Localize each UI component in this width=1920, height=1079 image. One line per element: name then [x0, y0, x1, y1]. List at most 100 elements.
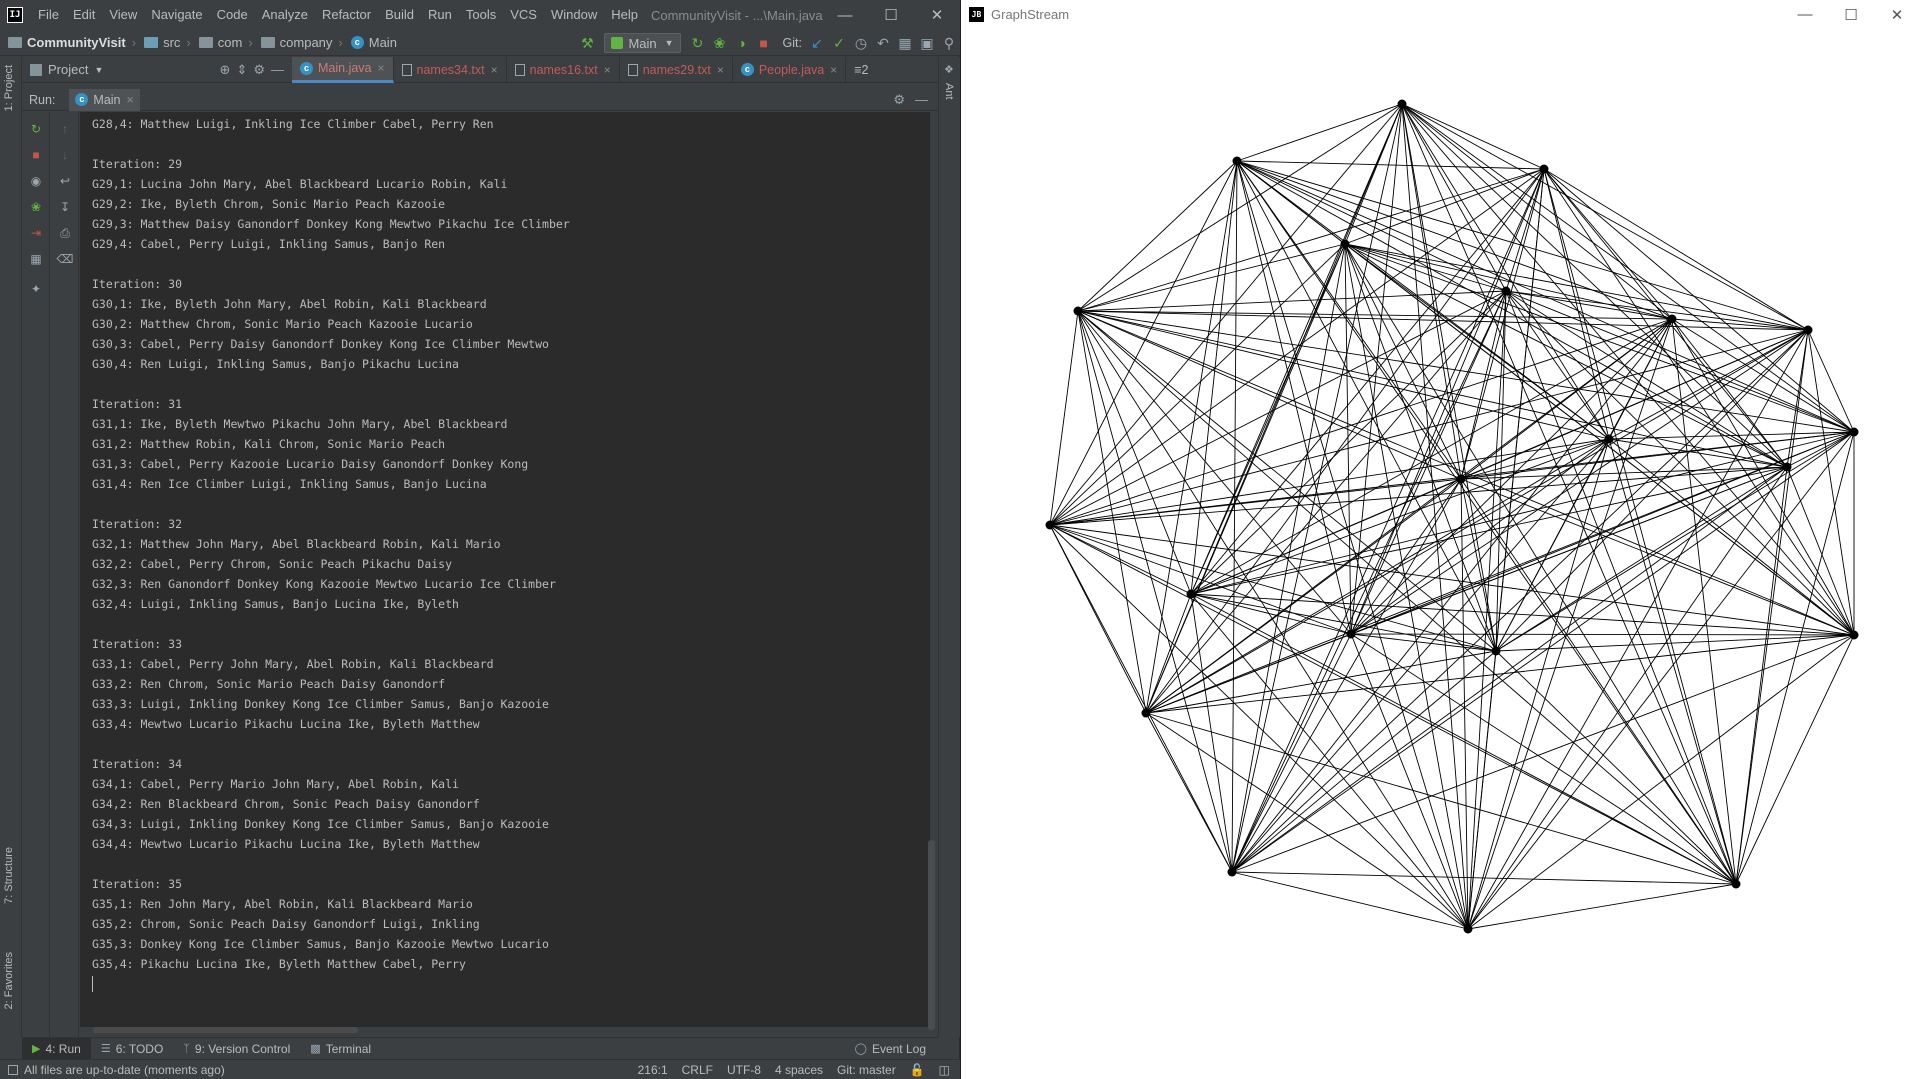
breadcrumb-src[interactable]: src › [136, 35, 191, 50]
locate-icon[interactable]: ⊕ [219, 61, 231, 77]
graph-node[interactable] [1346, 629, 1356, 639]
caret-position[interactable]: 216:1 [637, 1062, 668, 1077]
gear-icon[interactable]: ⚙ [893, 91, 905, 107]
debug-bug-icon[interactable]: ❀ [30, 200, 42, 214]
tab-version-control[interactable]: ᛉ 9: Version Control [173, 1038, 300, 1060]
menu-tools[interactable]: Tools [465, 7, 497, 22]
lock-icon[interactable]: 🔓 [909, 1062, 925, 1077]
memory-indicator-icon[interactable]: ◫ [938, 1062, 950, 1077]
indent-setting[interactable]: 4 spaces [774, 1062, 824, 1077]
vtab-favorites[interactable]: 2: Favorites [3, 952, 15, 1010]
search-icon[interactable]: ⚲ [943, 34, 955, 51]
close-icon[interactable]: × [490, 62, 498, 77]
close-icon[interactable]: ✕ [1890, 6, 1904, 24]
graph-node[interactable] [1667, 314, 1677, 324]
debug-bug-icon[interactable]: ❀ [713, 34, 726, 51]
coverage-icon[interactable]: ◑ [737, 35, 746, 51]
camera-icon[interactable]: ◉ [30, 174, 42, 188]
menu-view[interactable]: View [109, 7, 138, 22]
hide-icon[interactable]: — [915, 91, 928, 107]
tab-run[interactable]: ▶ 4: Run [22, 1037, 91, 1060]
pin-icon[interactable]: ✦ [30, 282, 42, 296]
graph-canvas[interactable] [961, 29, 1920, 1079]
stop-icon[interactable]: ■ [759, 35, 768, 51]
vtab-ant[interactable]: Ant [943, 83, 955, 100]
maximize-icon[interactable]: ☐ [884, 7, 898, 24]
graph-node[interactable] [1731, 879, 1741, 889]
tab-main-java[interactable]: c Main.java × [292, 56, 394, 83]
close-icon[interactable]: × [126, 92, 134, 107]
rerun-icon[interactable]: ↻ [691, 34, 704, 51]
graph-node[interactable] [1073, 306, 1083, 316]
menu-build[interactable]: Build [385, 7, 415, 22]
git-branch[interactable]: Git: master [837, 1062, 896, 1077]
tab-people-java[interactable]: c People.java × [733, 56, 847, 83]
graph-node[interactable] [1849, 427, 1859, 437]
restore-layout-icon[interactable]: ▦ [30, 252, 42, 266]
tab-names34[interactable]: names34.txt × [394, 56, 507, 83]
down-arrow-icon[interactable]: ↓ [62, 148, 68, 162]
project-tool-window-tab[interactable]: Project ▼ ⊕ ⇕ ⚙ — [22, 57, 292, 83]
minimize-icon[interactable]: — [837, 6, 853, 24]
graph-node[interactable] [1340, 239, 1350, 249]
close-icon[interactable]: ✕ [930, 7, 944, 24]
file-encoding[interactable]: UTF-8 [726, 1062, 761, 1077]
tab-names16[interactable]: names16.txt × [507, 56, 620, 83]
tab-todo[interactable]: ☰ 6: TODO [91, 1038, 173, 1060]
tab-terminal[interactable]: ▩ Terminal [300, 1038, 381, 1060]
graph-node[interactable] [1463, 924, 1473, 934]
close-icon[interactable]: × [377, 61, 385, 75]
trash-icon[interactable]: ⌫ [56, 252, 74, 266]
graph-node[interactable] [1232, 156, 1242, 166]
line-separator[interactable]: CRLF [681, 1062, 713, 1077]
up-arrow-icon[interactable]: ↑ [62, 122, 68, 136]
project-structure-icon[interactable]: ▦ [898, 34, 912, 51]
graph-node[interactable] [1501, 286, 1511, 296]
graph-node[interactable] [1456, 474, 1466, 484]
menu-edit[interactable]: Edit [72, 7, 96, 22]
breadcrumb-company[interactable]: company › [253, 35, 343, 50]
soft-wrap-icon[interactable]: ↩ [59, 174, 71, 188]
collapse-all-icon[interactable]: ⇕ [236, 61, 248, 77]
rerun-icon[interactable]: ↻ [30, 122, 42, 136]
menu-analyze[interactable]: Analyze [261, 7, 308, 22]
rollback-icon[interactable]: ↶ [877, 34, 889, 51]
git-commit-icon[interactable]: ✓ [833, 34, 845, 51]
breadcrumb-main[interactable]: c Main [343, 35, 397, 50]
graph-node[interactable] [1604, 434, 1614, 444]
menu-file[interactable]: File [38, 7, 59, 22]
event-log-button[interactable]: ◯ Event Log [845, 1038, 938, 1060]
graph-node[interactable] [1186, 589, 1196, 599]
git-update-icon[interactable]: ↙ [811, 34, 823, 51]
breadcrumb-project[interactable]: CommunityVisit › [0, 35, 136, 50]
layout-icon[interactable]: ▣ [920, 34, 934, 51]
graph-node[interactable] [1397, 99, 1407, 109]
maximize-icon[interactable]: ☐ [1844, 6, 1858, 24]
stop-icon[interactable]: ■ [32, 148, 40, 162]
menu-refactor[interactable]: Refactor [321, 7, 372, 22]
vtab-structure[interactable]: 7: Structure [3, 847, 15, 904]
console-vertical-scrollbar[interactable] [928, 840, 935, 1030]
hide-icon[interactable]: — [271, 61, 284, 77]
git-history-icon[interactable]: ◷ [854, 34, 868, 51]
graph-node[interactable] [1782, 462, 1792, 472]
minimize-icon[interactable]: — [1797, 6, 1813, 23]
menu-run[interactable]: Run [428, 7, 452, 22]
breadcrumb-com[interactable]: com › [191, 35, 253, 50]
graph-node[interactable] [1227, 867, 1237, 877]
print-icon[interactable]: ⎙ [60, 225, 70, 240]
close-icon[interactable]: × [716, 62, 724, 77]
graph-node[interactable] [1141, 708, 1151, 718]
run-config-selector[interactable]: Main ▼ [604, 33, 681, 53]
scroll-to-end-icon[interactable]: ↧ [59, 200, 71, 214]
console-output[interactable]: G28,4: Matthew Luigi, Inkling Ice Climbe… [80, 112, 930, 1027]
status-message[interactable]: All files are up-to-date (moments ago) [0, 1063, 225, 1077]
graph-node[interactable] [1045, 520, 1055, 530]
menu-vcs[interactable]: VCS [510, 7, 537, 22]
graph-node[interactable] [1803, 325, 1813, 335]
build-hammer-icon[interactable]: ⚒ [581, 34, 594, 51]
graph-node[interactable] [1849, 630, 1859, 640]
close-icon[interactable]: × [830, 62, 838, 77]
tab-names29[interactable]: names29.txt × [620, 56, 733, 83]
gear-icon[interactable]: ⚙ [253, 61, 265, 77]
